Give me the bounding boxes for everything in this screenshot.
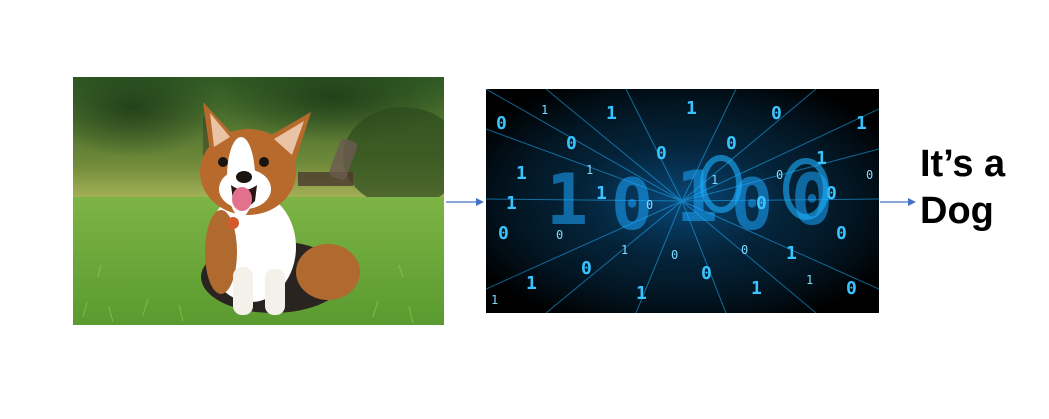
dog-photo-illustration [73, 77, 444, 325]
svg-text:1: 1 [751, 278, 762, 299]
svg-text:0: 0 [826, 183, 837, 204]
svg-text:0: 0 [741, 243, 748, 257]
svg-text:1: 1 [816, 148, 827, 169]
svg-text:0: 0 [846, 278, 857, 299]
svg-text:1: 1 [516, 163, 527, 184]
svg-text:1: 1 [606, 103, 617, 124]
svg-text:0: 0 [566, 133, 577, 154]
svg-text:1: 1 [526, 273, 537, 294]
svg-text:1: 1 [596, 183, 607, 204]
svg-text:0: 0 [771, 103, 782, 124]
svg-text:1: 1 [786, 243, 797, 264]
svg-text:0: 0 [671, 248, 678, 262]
svg-text:1: 1 [506, 193, 517, 214]
svg-text:1: 1 [711, 173, 718, 187]
svg-text:0: 0 [581, 258, 592, 279]
svg-text:0: 0 [496, 113, 507, 134]
svg-text:0: 0 [866, 168, 873, 182]
svg-text:0: 0 [756, 193, 767, 214]
svg-text:0: 0 [836, 223, 847, 244]
result-label: It’s a Dog [920, 141, 1005, 235]
svg-text:0: 0 [726, 133, 737, 154]
svg-text:0: 0 [656, 143, 667, 164]
svg-text:1: 1 [586, 163, 593, 177]
svg-text:0: 0 [556, 228, 563, 242]
svg-text:0: 0 [701, 263, 712, 284]
svg-text:1: 1 [856, 113, 867, 134]
svg-text:1: 1 [491, 293, 498, 307]
svg-text:0: 0 [646, 198, 653, 212]
svg-text:0: 0 [611, 164, 653, 246]
arrow-right-icon [446, 198, 484, 206]
svg-text:1: 1 [541, 103, 548, 117]
svg-text:1: 1 [546, 159, 588, 241]
dog-photo [73, 77, 444, 325]
svg-text:1: 1 [636, 283, 647, 304]
svg-text:0: 0 [498, 223, 509, 244]
svg-text:1: 1 [686, 98, 697, 119]
svg-text:0: 0 [776, 168, 783, 182]
svg-text:1: 1 [806, 273, 813, 287]
svg-text:1: 1 [621, 243, 628, 257]
result-line-2: Dog [920, 190, 994, 232]
arrow-right-icon [880, 198, 916, 206]
result-line-1: It’s a [920, 143, 1006, 185]
svg-text:1: 1 [676, 156, 718, 238]
